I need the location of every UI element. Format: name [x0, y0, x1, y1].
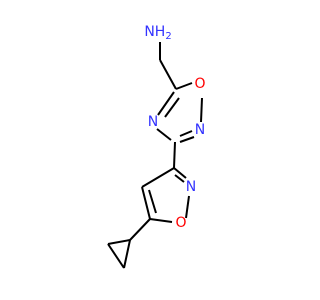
atom-n2-oxadiazole: N	[195, 122, 205, 138]
bond-o-c5	[149, 218, 173, 223]
bond-c3-n4	[156, 128, 172, 141]
atom-nh2: NH2	[144, 24, 171, 42]
bond-ch2-c5	[159, 59, 177, 90]
bond-c5-o1	[175, 82, 193, 90]
bonds	[107, 42, 203, 269]
bond-c5-cyclopropyl	[129, 218, 151, 241]
bond-c5-c4	[141, 186, 151, 220]
bond-n2-c3-inner	[179, 130, 193, 137]
bond-c3-n-inner	[174, 174, 185, 183]
atom-labels: NH2 O N N N O	[144, 24, 205, 231]
atom-o-oxadiazole: O	[194, 76, 205, 92]
bond-ring-link	[173, 141, 176, 169]
bond-o1-n2	[200, 97, 203, 123]
molecule-structure: NH2 O N N N O	[107, 24, 206, 269]
bond-c4-c3	[141, 167, 175, 188]
atom-n4-oxadiazole: N	[148, 114, 158, 130]
bond-n4-c5-inner	[164, 97, 180, 118]
atom-o-isoxazole: O	[175, 215, 186, 231]
atom-n-isoxazole: N	[186, 179, 196, 195]
bond-c5-c4-inner	[148, 189, 157, 214]
bond-cp-2	[107, 243, 125, 269]
bond-n2-c3	[179, 136, 195, 143]
bond-cp-1	[107, 239, 131, 245]
bond-c3-n	[173, 167, 187, 179]
bond-cp-3	[123, 239, 131, 269]
bond-n4-c5	[157, 91, 175, 116]
bond-n-o	[185, 195, 190, 219]
